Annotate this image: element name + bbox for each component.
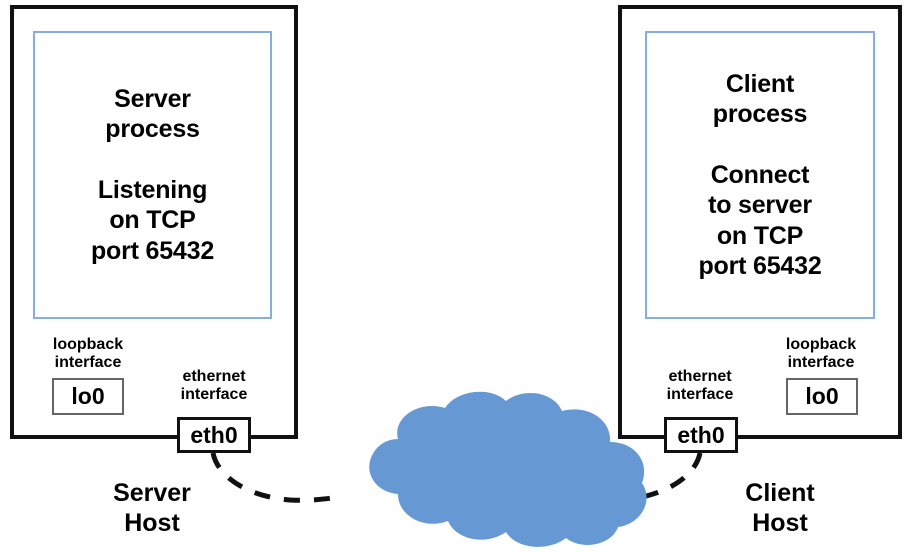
server-loopback-interface-box: lo0 <box>52 378 124 415</box>
server-process-title-line2: process <box>105 115 200 144</box>
client-loopback-name: lo0 <box>805 383 839 409</box>
client-process-box: Client process Connect to server on TCP … <box>645 31 875 319</box>
server-process-detail-line1: Listening <box>97 175 208 204</box>
server-loopback-name: lo0 <box>71 383 105 409</box>
client-process-title: Client process <box>713 69 808 130</box>
server-process-detail-line3: port 65432 <box>90 236 215 265</box>
server-ethernet-label-line2: interface <box>180 385 248 403</box>
client-host-caption-line2: Host <box>752 509 808 537</box>
server-ethernet-name: eth0 <box>190 421 238 448</box>
client-ethernet-interface-label: ethernet interface <box>654 368 746 404</box>
client-process-title-line1: Client <box>725 69 795 98</box>
client-ethernet-label-line2: interface <box>666 385 734 403</box>
server-to-network-link <box>210 452 341 503</box>
client-host-caption: Client Host <box>700 478 860 538</box>
server-process-detail-line2: on TCP <box>109 206 196 235</box>
client-process-detail-line3: on TCP <box>716 221 804 250</box>
server-loopback-label-line2: interface <box>54 353 122 371</box>
server-host-caption-line2: Host <box>124 509 180 537</box>
client-loopback-interface-box: lo0 <box>786 378 858 415</box>
client-ethernet-interface-box: eth0 <box>664 417 738 453</box>
client-process-detail-line4: port 65432 <box>698 252 822 280</box>
network-cloud <box>369 391 647 547</box>
server-host-caption: Server Host <box>72 478 232 538</box>
server-process-title: Server process <box>105 84 200 145</box>
server-ethernet-interface-box: eth0 <box>177 417 251 453</box>
network-cloud-shape <box>369 391 647 547</box>
server-ethernet-label-line1: ethernet <box>182 368 246 385</box>
client-to-network-link <box>571 452 703 503</box>
client-process-detail-line2: to server <box>708 191 812 219</box>
server-process-detail: Listening on TCP port 65432 <box>91 175 214 267</box>
server-loopback-label-line1: loopback <box>52 336 124 353</box>
client-ethernet-label-line1: ethernet <box>668 368 732 385</box>
server-loopback-interface-label: loopback interface <box>38 336 138 372</box>
client-loopback-interface-label: loopback interface <box>771 336 871 372</box>
client-process-detail: Connect to server on TCP port 65432 <box>698 160 821 282</box>
client-host-caption-line1: Client <box>745 479 815 507</box>
client-process-title-line2: process <box>712 100 808 128</box>
client-loopback-label-line1: loopback <box>785 336 857 353</box>
server-host-caption-line1: Server <box>113 479 191 507</box>
server-process-title-line1: Server <box>114 84 191 113</box>
server-process-box: Server process Listening on TCP port 654… <box>33 31 272 319</box>
client-ethernet-name: eth0 <box>677 421 725 448</box>
client-process-detail-line1: Connect <box>710 160 810 189</box>
server-ethernet-interface-label: ethernet interface <box>168 368 260 404</box>
client-loopback-label-line2: interface <box>787 353 855 371</box>
